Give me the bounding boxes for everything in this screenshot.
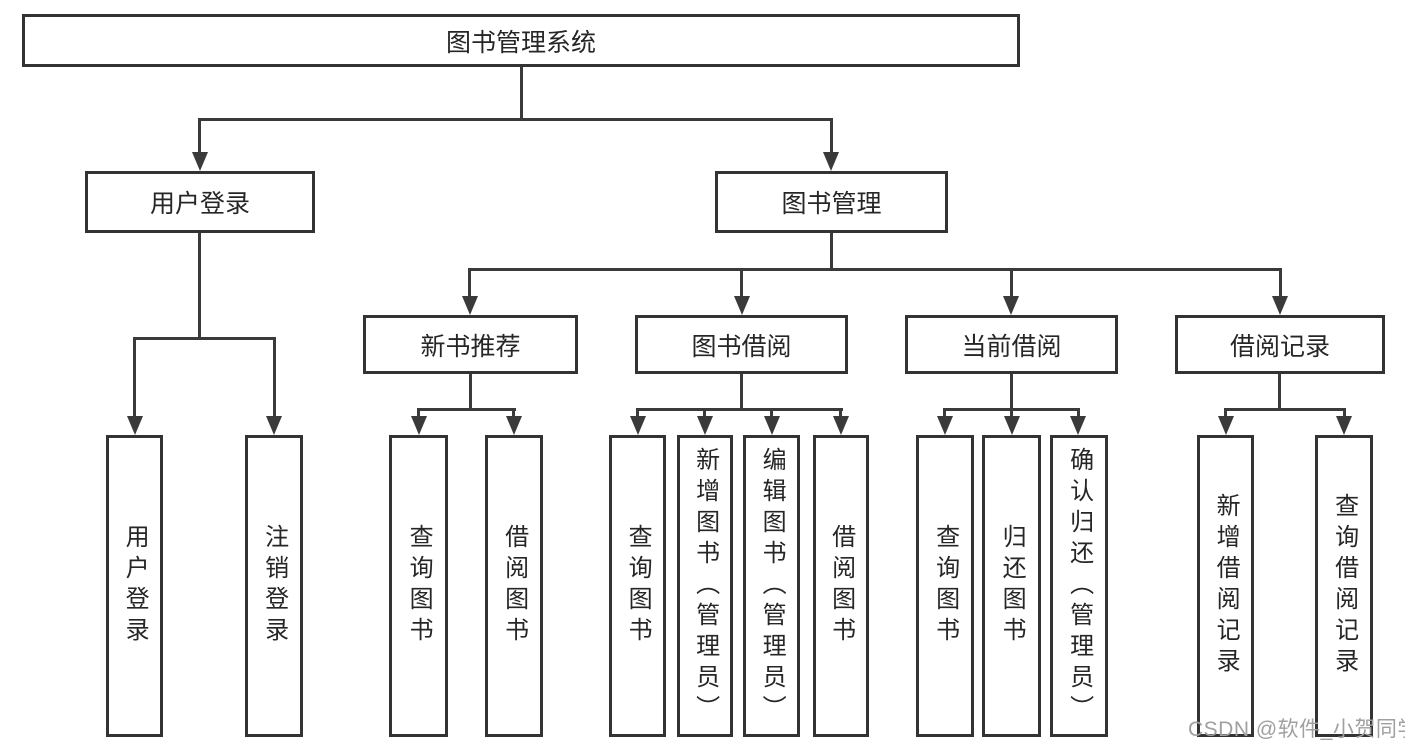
- node-label: 用户登录: [121, 524, 149, 648]
- connector-vertical: [512, 408, 515, 416]
- connector-horizontal: [198, 118, 833, 121]
- arrow-down-icon: [1004, 416, 1020, 435]
- node-label: 图书管理系统: [445, 28, 596, 57]
- connector-vertical: [1010, 268, 1013, 296]
- connector-horizontal: [636, 408, 843, 411]
- connector-vertical: [417, 408, 420, 416]
- connector-vertical: [1077, 408, 1080, 416]
- arrow-down-icon: [630, 416, 646, 435]
- leaf-query-books-borrowing: 查询图书: [609, 435, 666, 737]
- connector-vertical: [830, 118, 833, 152]
- leaf-borrow-books-borrowing: 借阅图书: [813, 435, 869, 737]
- node-root-system: 图书管理系统: [22, 14, 1020, 67]
- arrow-down-icon: [1336, 416, 1352, 435]
- node-user-login: 用户登录: [85, 171, 315, 233]
- connector-horizontal: [417, 408, 516, 411]
- node-book-borrowing: 图书借阅: [635, 315, 848, 374]
- connector-vertical: [770, 408, 773, 416]
- arrow-down-icon: [697, 416, 713, 435]
- node-new-book-recommendation: 新书推荐: [363, 315, 578, 374]
- leaf-return-books: 归还图书: [982, 435, 1041, 737]
- node-label: 查询图书: [405, 524, 433, 648]
- node-label: 借阅图书: [500, 524, 528, 648]
- node-label: 编辑图书（管理员）: [758, 446, 786, 726]
- connector-horizontal: [468, 268, 1282, 271]
- node-label: 新增借阅记录: [1212, 493, 1240, 679]
- connector-vertical: [1343, 408, 1346, 416]
- connector-horizontal: [1224, 408, 1346, 411]
- arrow-down-icon: [1218, 416, 1234, 435]
- arrow-down-icon: [823, 152, 839, 171]
- connector-vertical: [273, 337, 276, 416]
- connector-vertical: [133, 337, 136, 416]
- arrow-down-icon: [937, 416, 953, 435]
- connector-horizontal: [133, 337, 276, 340]
- node-label: 注销登录: [260, 524, 288, 648]
- connector-vertical: [1010, 374, 1013, 408]
- connector-vertical: [198, 233, 201, 337]
- arrow-down-icon: [127, 416, 143, 435]
- arrow-down-icon: [462, 296, 478, 315]
- node-label: 归还图书: [998, 524, 1026, 648]
- csdn-watermark: CSDN @软件_小贺同学: [1188, 718, 1405, 741]
- connector-vertical: [1010, 408, 1013, 416]
- leaf-confirm-return-admin: 确认归还（管理员）: [1050, 435, 1108, 737]
- node-current-borrowing: 当前借阅: [905, 315, 1118, 374]
- node-label: 新增图书（管理员）: [691, 446, 719, 726]
- node-label: 查询借阅记录: [1330, 493, 1358, 679]
- connector-vertical: [839, 408, 842, 416]
- connector-vertical: [1278, 374, 1281, 408]
- connector-vertical: [1224, 408, 1227, 416]
- node-label: 查询图书: [931, 524, 959, 648]
- node-label: 新书推荐: [420, 332, 521, 361]
- node-label: 用户登录: [149, 190, 250, 218]
- node-label: 借阅记录: [1229, 332, 1330, 361]
- arrow-down-icon: [734, 296, 750, 315]
- node-label: 借阅图书: [827, 524, 855, 648]
- connector-vertical: [703, 408, 706, 416]
- arrow-down-icon: [1003, 296, 1019, 315]
- leaf-user-login: 用户登录: [106, 435, 163, 737]
- connector-vertical: [636, 408, 639, 416]
- connector-vertical: [740, 374, 743, 408]
- arrow-down-icon: [1272, 296, 1288, 315]
- arrow-down-icon: [764, 416, 780, 435]
- leaf-add-books-admin: 新增图书（管理员）: [677, 435, 733, 737]
- connector-vertical: [520, 67, 523, 118]
- node-book-management: 图书管理: [715, 171, 948, 233]
- arrow-down-icon: [833, 416, 849, 435]
- arrow-down-icon: [506, 416, 522, 435]
- node-borrowing-records: 借阅记录: [1175, 315, 1385, 374]
- connector-vertical: [1279, 268, 1282, 296]
- leaf-add-borrow-record: 新增借阅记录: [1197, 435, 1254, 737]
- connector-vertical: [830, 233, 833, 268]
- arrow-down-icon: [266, 416, 282, 435]
- leaf-query-books-current: 查询图书: [916, 435, 974, 737]
- node-label: 查询图书: [624, 524, 652, 648]
- leaf-edit-books-admin: 编辑图书（管理员）: [743, 435, 800, 737]
- connector-vertical: [198, 118, 201, 152]
- leaf-query-borrow-record: 查询借阅记录: [1315, 435, 1373, 737]
- node-label: 图书借阅: [691, 332, 792, 361]
- leaf-logout: 注销登录: [245, 435, 303, 737]
- leaf-borrow-books-recommend: 借阅图书: [485, 435, 543, 737]
- arrow-down-icon: [1070, 416, 1086, 435]
- node-label: 确认归还（管理员）: [1065, 446, 1093, 726]
- connector-vertical: [468, 268, 471, 296]
- connector-vertical: [943, 408, 946, 416]
- node-label: 当前借阅: [961, 332, 1062, 361]
- leaf-query-books-recommend: 查询图书: [389, 435, 448, 737]
- arrow-down-icon: [411, 416, 427, 435]
- node-label: 图书管理: [781, 190, 882, 218]
- arrow-down-icon: [192, 152, 208, 171]
- connector-vertical: [740, 268, 743, 296]
- connector-vertical: [469, 374, 472, 408]
